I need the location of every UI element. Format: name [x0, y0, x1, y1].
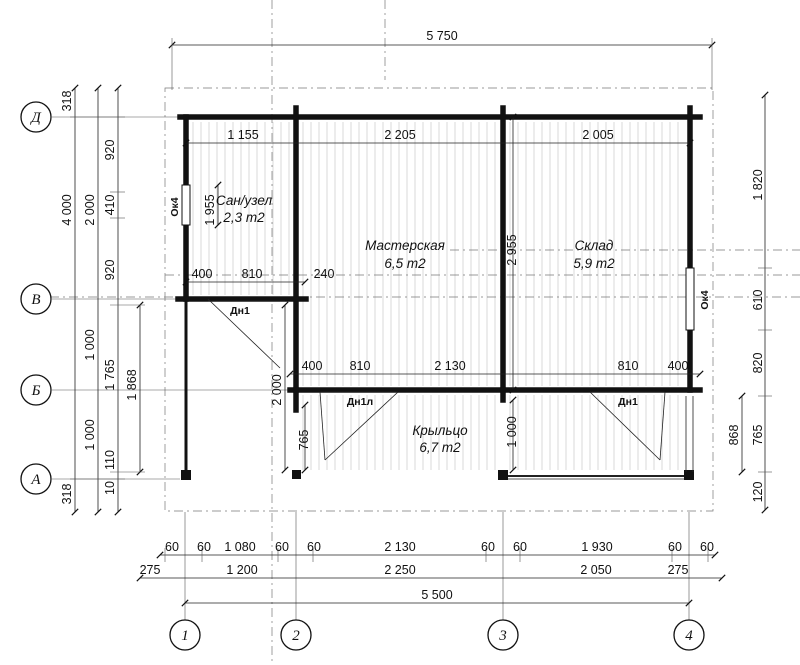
floor-boards	[192, 122, 679, 470]
room-name: Склад	[575, 238, 614, 253]
dim-text: 2 205	[384, 128, 415, 142]
axis-col-label: 3	[498, 628, 507, 644]
column-post	[292, 470, 301, 479]
room-name: Крыльцо	[412, 423, 468, 438]
openings	[181, 184, 695, 461]
dimension-texts: 5 750 1 155 2 205 2 005 400 810 240 400 …	[140, 29, 714, 602]
dim-text: 110	[103, 450, 117, 470]
axis-row-label: Д	[29, 110, 42, 126]
dim-text: 1 820	[751, 169, 765, 200]
room-labels: Сан/узел 2,3 m2 Мастерская 6,5 m2 Склад …	[216, 193, 615, 455]
dim-text: 1 868	[125, 369, 139, 400]
window-label: Ок4	[699, 290, 711, 309]
dimension-lines	[71, 41, 769, 607]
dim-text: 810	[242, 267, 263, 281]
dim-text: 60	[513, 540, 527, 554]
dim-text: 400	[192, 267, 213, 281]
dim-text: 318	[60, 91, 74, 112]
column-post	[684, 470, 694, 480]
door-porch-left-swing	[324, 391, 399, 461]
door-porch-right-swing	[589, 391, 661, 461]
dim-text: 275	[140, 563, 161, 577]
vertical-dimension-texts: 318 4 000 318 2 000 1 000 1 000 920 410 …	[60, 91, 765, 505]
dim-text: 60	[197, 540, 211, 554]
dim-text: 2 000	[83, 194, 97, 225]
dim-text: 1 955	[203, 194, 217, 225]
dim-text: 1 765	[103, 359, 117, 390]
dim-text: 4 000	[60, 194, 74, 225]
room-name: Мастерская	[365, 238, 445, 253]
door-inner-swing	[207, 298, 281, 369]
window-left	[181, 184, 191, 226]
dim-text: 1 000	[83, 329, 97, 360]
axis-col-label: 2	[292, 628, 300, 644]
dim-text: 2 130	[384, 540, 415, 554]
dim-text: 820	[751, 353, 765, 374]
door-label: Дн1	[230, 305, 250, 317]
axis-col-label: 1	[181, 628, 189, 644]
dim-text: 920	[103, 140, 117, 161]
extension-lines	[70, 38, 772, 562]
walls	[175, 105, 703, 480]
dim-text: 60	[700, 540, 714, 554]
dim-text: 2 000	[270, 374, 284, 405]
axis-markers: Д В Б А 1 2 3 4	[20, 101, 705, 651]
dim-text: 2 050	[580, 563, 611, 577]
room-area: 5,9 m2	[573, 256, 615, 271]
dim-text: 60	[668, 540, 682, 554]
room-area: 2,3 m2	[222, 210, 265, 225]
dim-text: 5 500	[421, 588, 452, 602]
dim-text: 120	[751, 482, 765, 503]
dim-text: 765	[751, 425, 765, 446]
dim-text: 2 250	[384, 563, 415, 577]
dim-text: 810	[618, 359, 639, 373]
dim-text: 1 000	[505, 416, 519, 447]
opening-labels: Ок4 Ок4 Дн1 Дн1л Дн1	[169, 197, 711, 408]
dim-text: 2 005	[582, 128, 613, 142]
dim-text: 1 200	[226, 563, 257, 577]
dim-text: 1 930	[581, 540, 612, 554]
dim-text: 1 000	[83, 419, 97, 450]
dim-text: 10	[103, 481, 117, 495]
door-label: Дн1	[618, 396, 638, 408]
column-post	[498, 470, 508, 480]
dim-text: 2 130	[434, 359, 465, 373]
dim-text: 60	[481, 540, 495, 554]
room-name: Сан/узел	[216, 193, 273, 208]
dim-text: 240	[314, 267, 335, 281]
dim-text: 60	[165, 540, 179, 554]
dim-text: 60	[275, 540, 289, 554]
dim-text: 275	[668, 563, 689, 577]
dim-text: 868	[727, 425, 741, 446]
axis-row-label: В	[31, 292, 40, 308]
room-area: 6,7 m2	[419, 440, 461, 455]
dim-text: 410	[103, 195, 117, 216]
dim-text: 1 080	[224, 540, 255, 554]
dim-text: 400	[302, 359, 323, 373]
dim-text: 920	[103, 260, 117, 281]
dim-text: 1 155	[227, 128, 258, 142]
dim-text: 5 750	[426, 29, 457, 43]
axis-row-label: Б	[31, 383, 41, 399]
axis-row-label: А	[30, 472, 41, 488]
dim-text: 765	[297, 430, 311, 451]
dim-text: 318	[60, 484, 74, 505]
door-label: Дн1л	[347, 396, 373, 408]
room-area: 6,5 m2	[384, 256, 426, 271]
column-post	[181, 470, 191, 480]
dim-text: 400	[668, 359, 689, 373]
axis-col-label: 4	[685, 628, 693, 644]
dim-text: 810	[350, 359, 371, 373]
window-right	[685, 267, 695, 331]
dim-text: 610	[751, 290, 765, 311]
window-label: Ок4	[169, 197, 181, 216]
dim-text: 60	[307, 540, 321, 554]
dim-text: 2 955	[505, 234, 519, 265]
